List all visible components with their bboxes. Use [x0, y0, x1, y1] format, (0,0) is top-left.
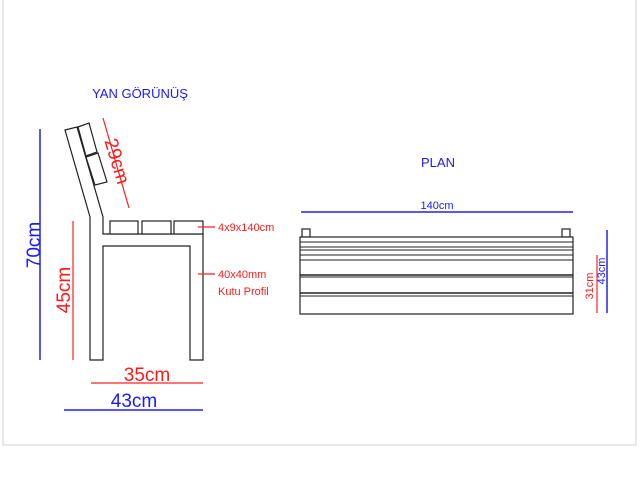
side-view-title: YAN GÖRÜNÜŞ [92, 86, 188, 101]
backrest-post [301, 228, 311, 238]
dim-seat-height: 45cm [54, 267, 75, 313]
label-profile-size: 40x40mm [218, 269, 266, 281]
plan-view: PLAN 140cm 31cm 43cm [299, 155, 608, 315]
drawing-frame [2, 0, 637, 446]
side-view: YAN GÖRÜNÜŞ 70cm 45cm 29cm 35cm 43cm 4x9… [24, 86, 274, 412]
dim-depth: 43cm [111, 391, 157, 412]
backrest-plank [77, 122, 98, 157]
plan-view-title: PLAN [421, 155, 455, 170]
side-frame [64, 126, 204, 361]
plank-lines [300, 241, 573, 297]
seat-plank [141, 220, 172, 235]
dim-total-depth: 43cm [596, 258, 608, 285]
dim-seat-depth: 31cm [584, 273, 596, 300]
dim-height-total: 70cm [24, 222, 45, 268]
backrest-plank [85, 152, 108, 186]
seat-plank [109, 220, 139, 235]
dim-line-backrest [102, 117, 130, 209]
dim-leg-span: 35cm [124, 365, 170, 386]
dim-length: 140cm [420, 200, 453, 212]
label-profile-type: Kutu Profil [218, 286, 269, 298]
label-planks: 4x9x140cm [218, 222, 274, 234]
backrest-post [561, 228, 571, 238]
